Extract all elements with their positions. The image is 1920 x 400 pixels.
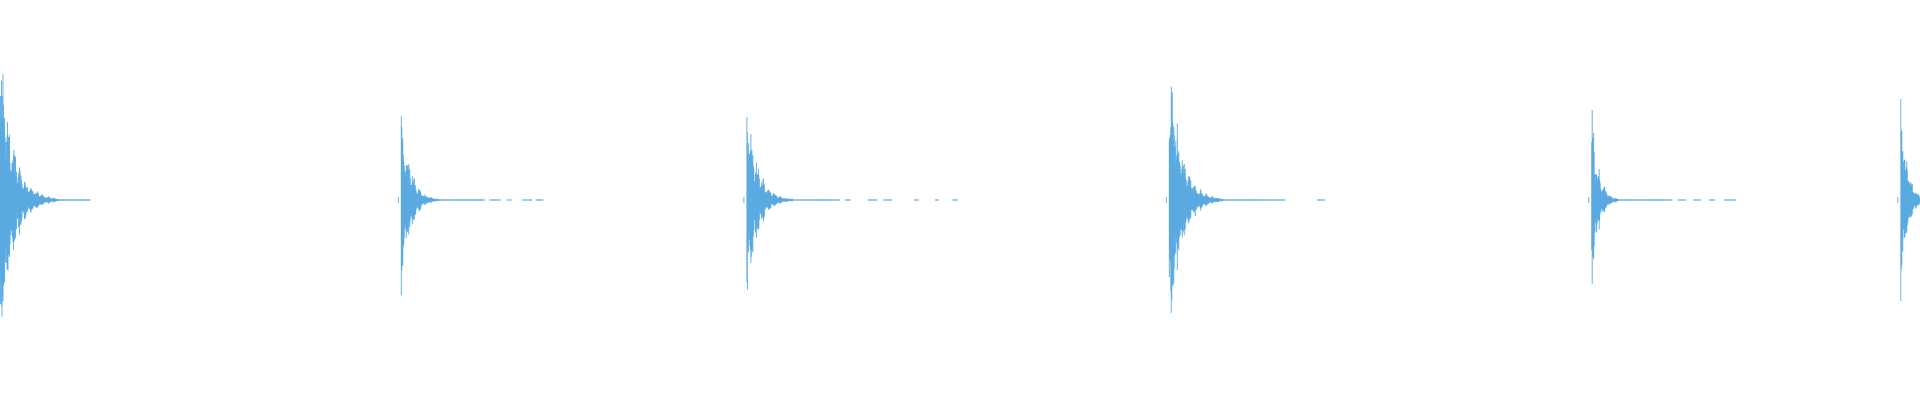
waveform-burst	[1897, 99, 1920, 302]
waveform-event-6	[1897, 99, 1920, 302]
waveform-burst	[397, 116, 440, 296]
waveform-event-1	[0, 73, 91, 317]
waveform-event-2	[397, 116, 544, 296]
waveform-layer	[0, 73, 1920, 317]
waveform-burst	[0, 73, 58, 317]
waveform-event-4	[1165, 86, 1325, 314]
waveform-event-5	[1588, 109, 1737, 285]
waveform-burst	[1588, 109, 1621, 285]
waveform-event-3	[743, 116, 959, 290]
waveform-burst	[743, 116, 795, 290]
